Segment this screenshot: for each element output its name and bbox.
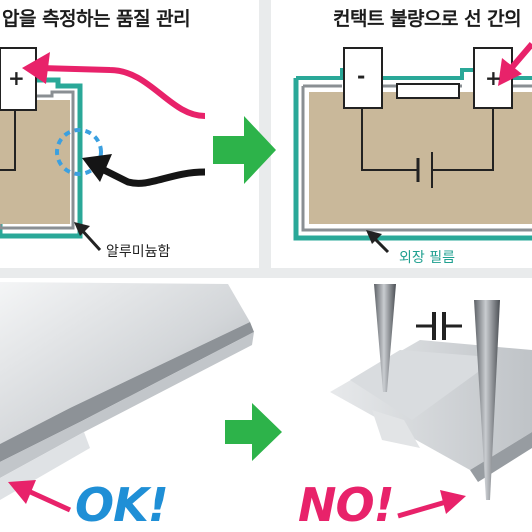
black-arrow — [82, 154, 206, 187]
probe-needle-left — [374, 284, 396, 392]
result-no: NO! — [298, 478, 395, 532]
terminal-sign-minus-right: - — [357, 64, 366, 88]
sheet-ok-photo — [0, 282, 254, 500]
probe-needle-right — [474, 300, 500, 500]
terminal-minus-right — [343, 47, 383, 109]
title-quality-control: 압을 측정하는 품질 관리 — [2, 8, 191, 30]
label-aluminum-pouch: 알루미늄함 — [106, 244, 171, 260]
label-outer-film: 외장 필름 — [399, 250, 455, 266]
probe-no-photo — [330, 284, 532, 500]
title-contact-failure: 컨택트 불량으로 선 간의 — [333, 8, 522, 30]
pointer-aluminum — [74, 222, 102, 252]
green-arrow-bottom — [225, 403, 282, 461]
cell-right — [293, 47, 532, 241]
result-ok: OK! — [75, 478, 169, 532]
cell-left — [0, 47, 103, 239]
separator-bar — [396, 83, 460, 99]
pink-arrow-right — [498, 42, 532, 86]
pink-arrow-top — [22, 52, 206, 119]
terminal-sign-plus-right: + — [485, 66, 502, 90]
terminal-plus-left — [0, 47, 37, 111]
pink-arrow-no — [397, 490, 466, 519]
pink-arrow-ok — [8, 480, 72, 513]
terminal-sign-plus-left: + — [8, 66, 25, 90]
cell-body-right — [309, 92, 532, 224]
pointer-film — [366, 230, 390, 254]
green-arrow-top — [213, 116, 276, 184]
probe-point-circle — [55, 128, 103, 176]
